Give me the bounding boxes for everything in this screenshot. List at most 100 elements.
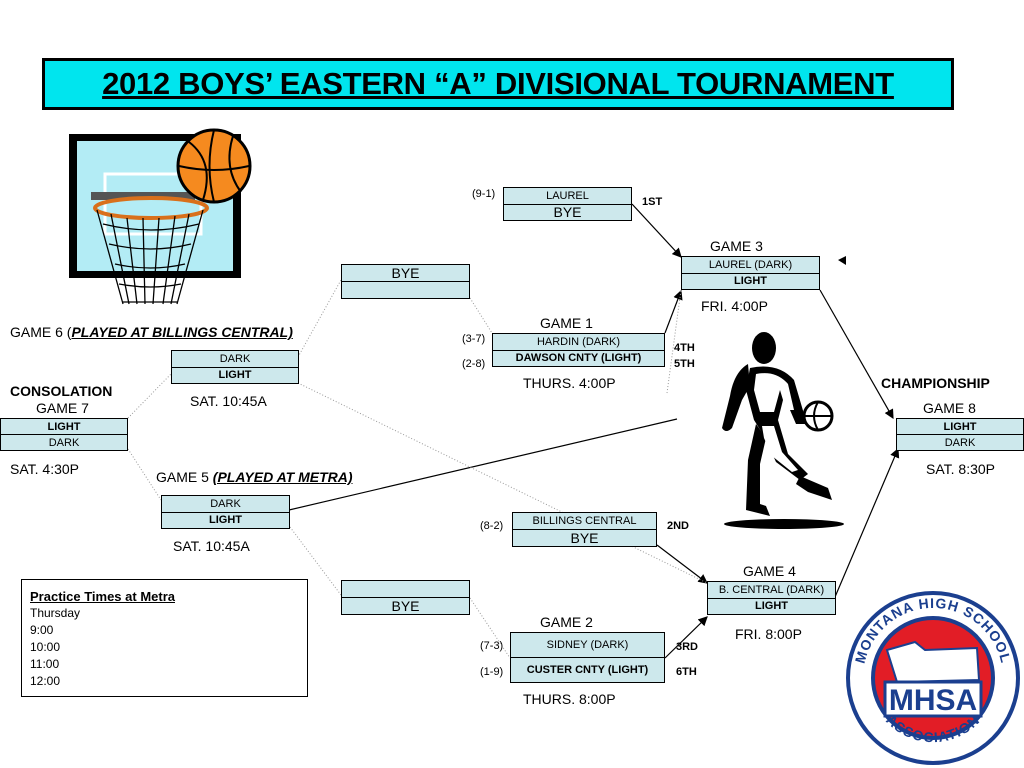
game4-team-b: LIGHT: [708, 597, 835, 615]
practice-time: 10:00: [30, 640, 61, 654]
billings-slot: BILLINGS CENTRAL BYE: [512, 512, 657, 547]
consolation-header: CONSOLATION: [10, 383, 113, 399]
basketball-player-icon: [722, 332, 844, 529]
game3-slot: LAUREL (DARK) LIGHT: [681, 256, 820, 290]
game4-slot: B. CENTRAL (DARK) LIGHT: [707, 581, 836, 615]
billings-opponent: BYE: [513, 529, 656, 546]
game7-team-a: LIGHT: [47, 420, 81, 433]
dotted-bye-top-game1: [469, 297, 493, 334]
championship-header: CHAMPIONSHIP: [881, 375, 990, 391]
line-game3-to-game8: [819, 289, 894, 420]
game4-time: FRI. 8:00P: [735, 626, 802, 642]
practice-time: 9:00: [30, 623, 54, 637]
line-laurel-to-game3: [631, 203, 682, 258]
line-billings-to-game4: [656, 544, 708, 584]
game8-team-a: LIGHT: [943, 420, 977, 433]
mhsa-logo-center-text: MHSA: [889, 684, 977, 717]
laurel-opponent: BYE: [504, 203, 631, 220]
game8-label: GAME 8: [923, 400, 976, 416]
dotted-game6-game4: [297, 382, 708, 584]
billings-team: BILLINGS CENTRAL: [532, 515, 637, 527]
game2-place-b: 6TH: [676, 666, 697, 678]
game8-time: SAT. 8:30P: [926, 461, 996, 477]
game6-slot: DARK LIGHT: [171, 350, 299, 384]
game1-seed-b: (2-8): [462, 358, 486, 370]
game1-place-b: 5TH: [674, 358, 695, 370]
game5-label-note: (PLAYED AT METRA): [212, 469, 353, 485]
game1-place-a: 4TH: [674, 342, 695, 354]
laurel-team: LAUREL: [546, 189, 589, 202]
game1-label: GAME 1: [540, 315, 593, 331]
bye-top-slot: BYE: [341, 264, 470, 299]
practice-title: Practice Times at Metra: [30, 589, 175, 604]
game4-team-a: B. CENTRAL (DARK): [718, 583, 825, 596]
game7-time: SAT. 4:30P: [10, 461, 80, 477]
bye-top-team-b: [342, 281, 469, 298]
game7-label: GAME 7: [36, 400, 89, 416]
game5-team-a: DARK: [210, 497, 241, 510]
pointer-arrow-icon: [838, 256, 846, 265]
page-title: 2012 BOYS’ EASTERN “A” DIVISIONAL TOURNA…: [102, 66, 894, 101]
game4-label: GAME 4: [743, 563, 796, 579]
game2-time: THURS. 8:00P: [523, 691, 616, 707]
dotted-game5-bye-bottom: [289, 526, 342, 596]
line-game4-to-game8: [834, 447, 900, 598]
laurel-slot: LAUREL BYE: [503, 187, 632, 221]
game6-label-prefix: GAME 6 (: [10, 324, 72, 340]
game3-time: FRI. 4:00P: [701, 298, 768, 314]
game2-team-a: SIDNEY (DARK): [546, 639, 629, 651]
game3-team-b: LIGHT: [682, 272, 819, 290]
bye-top-team-a: BYE: [391, 265, 420, 281]
game2-label: GAME 2: [540, 614, 593, 630]
game1-team-a: HARDIN (DARK): [536, 335, 621, 348]
dotted-game6-bye-top: [297, 279, 342, 358]
line-game5-to-game1: [288, 418, 678, 511]
game1-seed-a: (3-7): [462, 333, 486, 345]
practice-time: 12:00: [30, 674, 61, 688]
basketball-hoop-icon: [69, 128, 252, 305]
billings-seed: (8-2): [480, 520, 504, 532]
game5-label-prefix: GAME 5: [156, 469, 213, 485]
game7-slot: LIGHT DARK: [0, 418, 128, 451]
game3-team-a: LAUREL (DARK): [708, 258, 793, 271]
laurel-place: 1ST: [642, 196, 663, 208]
game8-team-b: DARK: [897, 434, 1023, 450]
bye-bottom-team-b: BYE: [342, 597, 469, 614]
dotted-game1-game3: [666, 289, 682, 394]
line-game2-to-game4: [664, 616, 708, 659]
laurel-seed: (9-1): [472, 188, 496, 200]
game6-label: GAME 6 (PLAYED AT BILLINGS CENTRAL): [10, 324, 293, 340]
dotted-game7-game6: [127, 373, 172, 419]
game5-label: GAME 5 (PLAYED AT METRA): [156, 469, 353, 485]
game6-team-a: DARK: [219, 352, 251, 365]
dotted-game7-game5: [127, 448, 162, 501]
game2-team-b: CUSTER CNTY (LIGHT): [511, 657, 664, 682]
practice-time: 11:00: [30, 657, 60, 671]
game2-seed-a: (7-3): [480, 640, 504, 652]
game1-slot: HARDIN (DARK) DAWSON CNTY (LIGHT): [492, 333, 665, 367]
billings-place: 2ND: [667, 520, 690, 532]
dotted-bye-bottom-game2: [469, 597, 511, 659]
game6-time: SAT. 10:45A: [190, 393, 267, 409]
game1-team-b: DAWSON CNTY (LIGHT): [493, 349, 664, 367]
game5-slot: DARK LIGHT: [161, 495, 290, 529]
title-banner: 2012 BOYS’ EASTERN “A” DIVISIONAL TOURNA…: [42, 58, 954, 110]
bye-bottom-team-a: [342, 581, 469, 597]
game2-place-a: 3RD: [676, 641, 699, 653]
practice-times-box: Practice Times at Metra Thursday 9:00 10…: [21, 579, 308, 697]
game5-team-b: LIGHT: [162, 511, 289, 529]
game3-label: GAME 3: [710, 238, 763, 254]
game5-time: SAT. 10:45A: [173, 538, 250, 554]
mhsa-logo-icon: MHSA MONTANA HIGH SCHOOL ASSOCIATION: [846, 591, 1020, 765]
game7-team-b: DARK: [1, 434, 127, 450]
game2-seed-b: (1-9): [480, 666, 504, 678]
game8-slot: LIGHT DARK: [896, 418, 1024, 451]
bye-bottom-slot: BYE: [341, 580, 470, 615]
game1-time: THURS. 4:00P: [523, 375, 616, 391]
game2-slot: SIDNEY (DARK) CUSTER CNTY (LIGHT): [510, 632, 665, 683]
game6-team-b: LIGHT: [172, 366, 298, 384]
game6-label-note: PLAYED AT BILLINGS CENTRAL): [71, 324, 293, 340]
line-game1-to-game3: [664, 289, 683, 334]
practice-day: Thursday: [30, 606, 81, 620]
